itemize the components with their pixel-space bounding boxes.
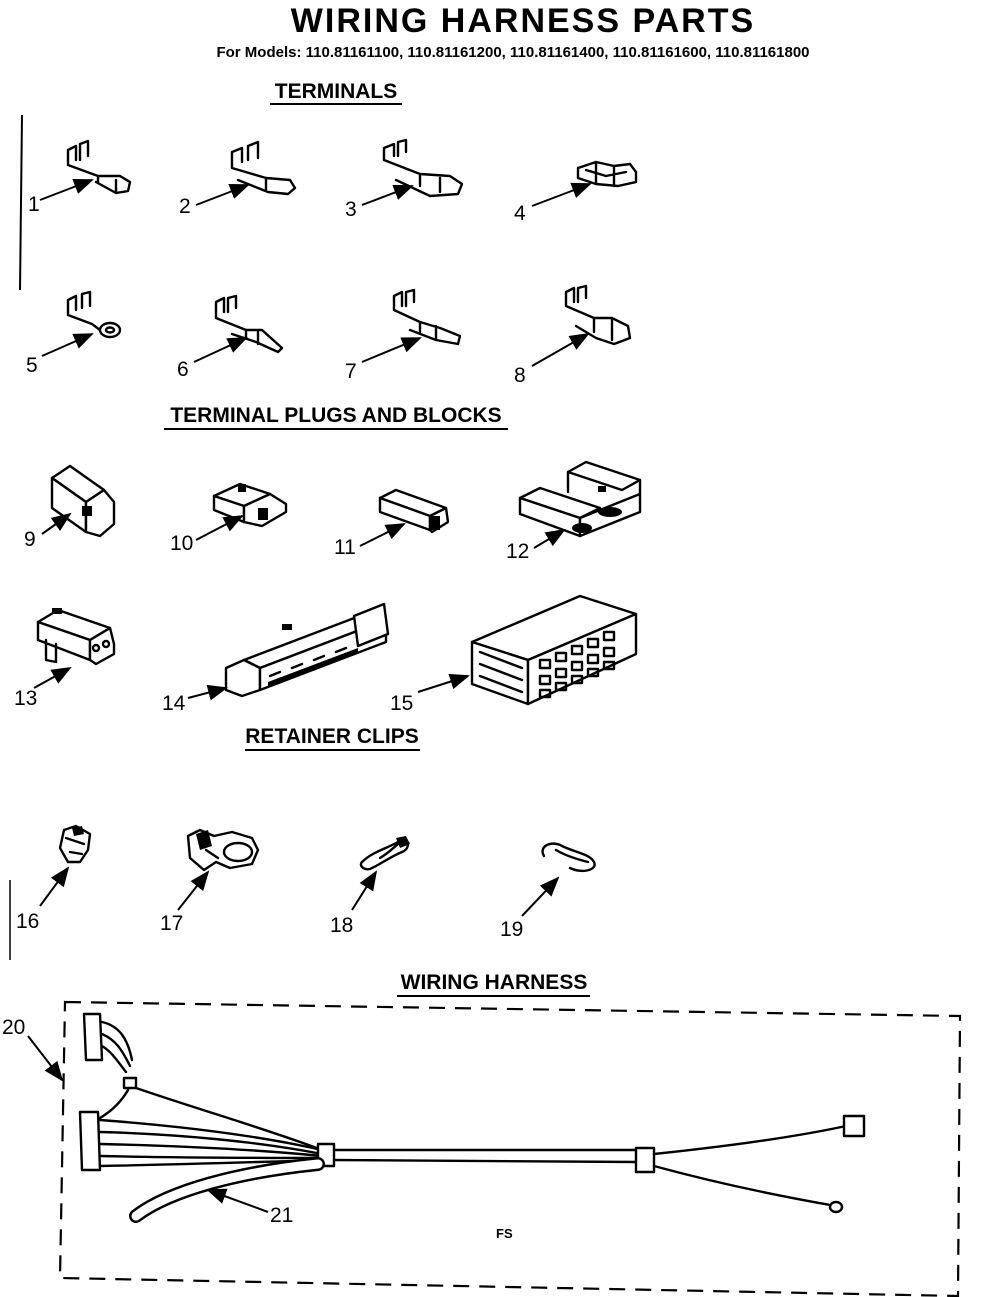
part-13-plug: 13: [14, 608, 116, 710]
section-heading-clips: RETAINER CLIPS: [245, 725, 418, 748]
part-12-block: 12: [506, 460, 642, 563]
part-number: 7: [345, 360, 357, 383]
part-number: 16: [16, 910, 39, 933]
part-4-terminal: 4: [514, 160, 638, 225]
part-14-block: 14: [162, 602, 390, 715]
part-21-sleeve: 21: [129, 1157, 325, 1227]
harness-code: FS: [496, 1226, 513, 1241]
part-number: 1: [28, 193, 40, 216]
part-11-plug: 11: [334, 488, 450, 559]
part-8-terminal: 8: [514, 284, 632, 387]
part-17-clip: 17: [160, 828, 260, 935]
section-heading-terminals: TERMINALS: [275, 80, 398, 103]
part-number: 13: [14, 687, 37, 710]
part-number: 10: [170, 532, 193, 555]
scan-edge-line: [19, 114, 23, 291]
part-number: 21: [270, 1204, 293, 1227]
part-number: 9: [24, 528, 36, 551]
part-19-clip: 19: [500, 842, 596, 941]
part-6-terminal: 6: [177, 294, 284, 381]
models-line: For Models: 110.81161100, 110.81161200, …: [216, 44, 809, 61]
part-7-terminal: 7: [345, 288, 462, 383]
part-3-terminal: 3: [345, 138, 464, 221]
part-1-terminal: 1: [28, 139, 132, 216]
page-title: WIRING HARNESS PARTS: [291, 2, 755, 40]
part-number: 19: [500, 918, 523, 941]
section-heading-harness: WIRING HARNESS: [401, 971, 588, 994]
cavity-grid: [538, 630, 616, 699]
part-number: 12: [506, 540, 529, 563]
part-number: 15: [390, 692, 413, 715]
part-20-wiring-harness: [58, 1000, 962, 1297]
part-number: 3: [345, 198, 357, 221]
part-number: 4: [514, 202, 526, 225]
part-16-clip: 16: [16, 824, 92, 933]
part-number: 14: [162, 692, 186, 715]
part-number: 2: [179, 195, 191, 218]
harness-border: [58, 1000, 962, 1297]
part-number: 18: [330, 914, 353, 937]
part-number: 6: [177, 358, 189, 381]
part-number: 5: [26, 354, 38, 377]
part-18-clip: 18: [330, 836, 410, 937]
part-5-ring-terminal: 5: [26, 290, 122, 377]
part-number: 17: [160, 912, 183, 935]
part-20-leader: [27, 1035, 64, 1082]
part-15-block: 15: [390, 594, 638, 715]
section-heading-plugs: TERMINAL PLUGS AND BLOCKS: [170, 404, 501, 427]
part-9-plug: 9: [24, 464, 116, 551]
part-number: 8: [514, 364, 526, 387]
part-2-terminal: 2: [179, 140, 297, 218]
part-10-plug: 10: [170, 482, 288, 555]
part-number: 20: [2, 1016, 25, 1039]
part-number: 11: [334, 536, 356, 559]
